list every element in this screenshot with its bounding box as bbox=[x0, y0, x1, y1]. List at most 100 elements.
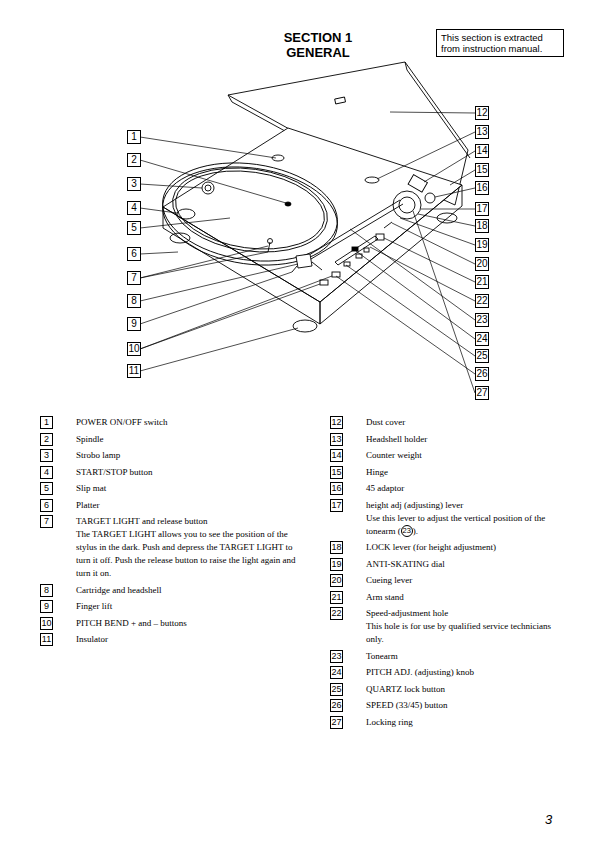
item-number: 27 bbox=[330, 716, 343, 729]
parts-list-item: 11 Insulator bbox=[40, 633, 302, 646]
item-name: height adj (adjusting) lever bbox=[366, 499, 562, 512]
parts-list-item: 4 START/STOP button bbox=[40, 466, 302, 479]
item-name: Platter bbox=[76, 499, 302, 512]
item-number: 20 bbox=[330, 574, 343, 587]
item-name: QUARTZ lock button bbox=[366, 683, 562, 696]
callout-number: 7 bbox=[127, 271, 141, 285]
note-box: This section is extracted from instructi… bbox=[436, 29, 564, 57]
item-number: 19 bbox=[330, 558, 343, 571]
parts-list-item: 5 Slip mat bbox=[40, 482, 302, 495]
item-name: PITCH BEND + and – buttons bbox=[76, 617, 302, 630]
item-number: 21 bbox=[330, 591, 343, 604]
callout-number: 8 bbox=[127, 294, 141, 308]
callout-number: 11 bbox=[127, 364, 141, 378]
callout-number: 23 bbox=[475, 313, 489, 327]
item-name: Counter weight bbox=[366, 449, 562, 462]
parts-list-item: 7TARGET LIGHT and release buttonThe TARG… bbox=[40, 515, 302, 580]
item-number: 5 bbox=[40, 482, 53, 495]
callout-number: 3 bbox=[127, 177, 141, 191]
parts-list-item: 20Cueing lever bbox=[330, 574, 562, 587]
page-number: 3 bbox=[545, 812, 552, 827]
parts-list-item: 26SPEED (33/45) button bbox=[330, 699, 562, 712]
parts-list-item: 10 PITCH BEND + and – buttons bbox=[40, 617, 302, 630]
parts-list-item: 6 Platter bbox=[40, 499, 302, 512]
item-name: Tonearm bbox=[366, 650, 562, 663]
callout-number: 20 bbox=[475, 257, 489, 271]
parts-list-item: 1645 adaptor bbox=[330, 482, 562, 495]
parts-list-item: 23 Tonearm bbox=[330, 650, 562, 663]
parts-list-item: 21 Arm stand bbox=[330, 591, 562, 604]
item-number: 9 bbox=[40, 600, 53, 613]
parts-list-item: 22Speed-adjustment holeThis hole is for … bbox=[330, 607, 562, 646]
callout-number: 5 bbox=[127, 221, 141, 235]
item-number: 26 bbox=[330, 699, 343, 712]
item-name: START/STOP button bbox=[76, 466, 302, 479]
callout-number: 10 bbox=[127, 342, 141, 356]
parts-list-item: 15 Hinge bbox=[330, 466, 562, 479]
item-number: 1 bbox=[40, 416, 53, 429]
item-number: 12 bbox=[330, 416, 343, 429]
parts-list-item: 3 Strobo lamp bbox=[40, 449, 302, 462]
item-name: Cartridge and headshell bbox=[76, 584, 302, 597]
item-number: 15 bbox=[330, 466, 343, 479]
item-description: Use this lever to adjust the vertical po… bbox=[366, 512, 562, 538]
item-number: 6 bbox=[40, 499, 53, 512]
callout-number: 25 bbox=[475, 349, 489, 363]
item-number: 11 bbox=[40, 633, 53, 646]
callout-number: 12 bbox=[475, 106, 489, 120]
callout-number: 1 bbox=[127, 130, 141, 144]
callout-number: 14 bbox=[475, 144, 489, 158]
item-name: Slip mat bbox=[76, 482, 302, 495]
item-number: 18 bbox=[330, 541, 343, 554]
callout-number: 16 bbox=[475, 181, 489, 195]
item-description: The TARGET LIGHT allows you to see the p… bbox=[76, 528, 302, 580]
item-number: 24 bbox=[330, 666, 343, 679]
item-description: This hole is for use by qualified servic… bbox=[366, 620, 562, 646]
item-number: 23 bbox=[330, 650, 343, 663]
item-name: TARGET LIGHT and release button bbox=[76, 515, 302, 528]
callout-number: 13 bbox=[475, 125, 489, 139]
parts-list-item: 27 Locking ring bbox=[330, 716, 562, 729]
item-number: 2 bbox=[40, 433, 53, 446]
item-name: Insulator bbox=[76, 633, 302, 646]
callout-number: 22 bbox=[475, 294, 489, 308]
item-name: Dust cover bbox=[366, 416, 562, 429]
callout-number: 19 bbox=[475, 238, 489, 252]
item-name: Locking ring bbox=[366, 716, 562, 729]
callout-number: 15 bbox=[475, 163, 489, 177]
callout-number: 26 bbox=[475, 367, 489, 381]
parts-list-item: 25 QUARTZ lock button bbox=[330, 683, 562, 696]
item-name: ANTI-SKATING dial bbox=[366, 558, 562, 571]
description-text: Use this lever to adjust the vertical po… bbox=[366, 513, 545, 536]
parts-list-item: 12 Dust cover bbox=[330, 416, 562, 429]
parts-list-item: 14 Counter weight bbox=[330, 449, 562, 462]
callout-number: 6 bbox=[127, 247, 141, 261]
item-number: 10 bbox=[40, 617, 53, 630]
parts-list-column: 12 Dust cover 13 Headshell holder 14 Counter … bbox=[330, 416, 562, 732]
callout-number: 24 bbox=[475, 332, 489, 346]
callout-number: 27 bbox=[475, 386, 489, 400]
item-name: Arm stand bbox=[366, 591, 562, 604]
item-name: Headshell holder bbox=[366, 433, 562, 446]
item-name: POWER ON/OFF switch bbox=[76, 416, 302, 429]
item-number: 14 bbox=[330, 449, 343, 462]
item-number: 17 bbox=[330, 499, 343, 512]
parts-list-item: 1 POWER ON/OFF switch bbox=[40, 416, 302, 429]
item-number: 16 bbox=[330, 482, 343, 495]
parts-list-item: 17 height adj (adjusting) leverUse this l… bbox=[330, 499, 562, 538]
item-name: Hinge bbox=[366, 466, 562, 479]
item-number: 3 bbox=[40, 449, 53, 462]
callout-number: 4 bbox=[127, 201, 141, 215]
parts-list-item: 2Spindle bbox=[40, 433, 302, 446]
description-text: ). bbox=[413, 526, 418, 536]
item-number: 13 bbox=[330, 433, 343, 446]
item-number: 4 bbox=[40, 466, 53, 479]
note-text: This section is extracted from instructi… bbox=[441, 32, 559, 54]
parts-list-item: 8Cartridge and headshell bbox=[40, 584, 302, 597]
parts-list-item: 13 Headshell holder bbox=[330, 433, 562, 446]
parts-list-item: 19 ANTI-SKATING dial bbox=[330, 558, 562, 571]
item-name: Strobo lamp bbox=[76, 449, 302, 462]
callout-number: 9 bbox=[127, 317, 141, 331]
parts-list-item: 9Finger lift bbox=[40, 600, 302, 613]
item-number: 25 bbox=[330, 683, 343, 696]
